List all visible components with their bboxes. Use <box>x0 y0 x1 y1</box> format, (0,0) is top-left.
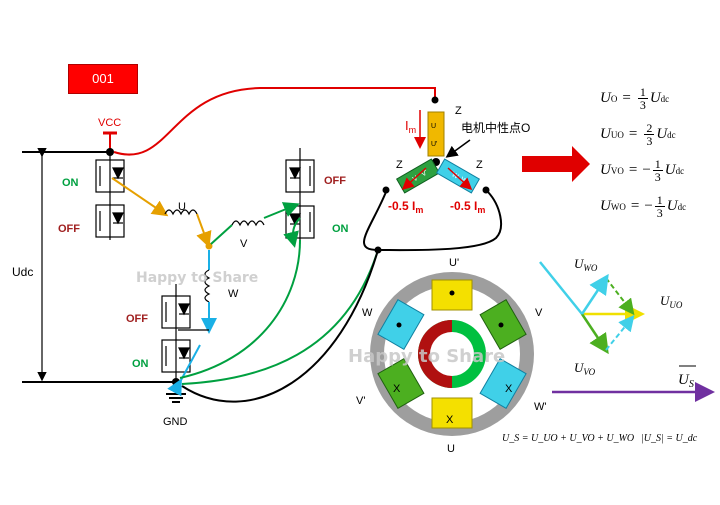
igbt-leg-w <box>161 284 191 382</box>
coil-w: W <box>450 171 460 181</box>
leg-u-top-state: ON <box>62 177 79 189</box>
half-im-right: -0.5 Im <box>450 199 485 215</box>
motor-u-prime-label: U' <box>449 257 459 269</box>
slot-w-cross: X <box>505 383 513 395</box>
half-im-left: -0.5 Im <box>388 199 423 215</box>
vector-uuo-label: UUO <box>660 293 683 310</box>
stator-label-v: V <box>535 307 543 319</box>
coil-v: V <box>412 175 420 184</box>
coil-u-bottom: U' <box>431 141 437 148</box>
stator-cross-section <box>370 272 534 436</box>
watermark-top: Happy to Share <box>136 270 259 286</box>
inductor-u-label: U <box>178 201 186 213</box>
vector-uwo-label: UWO <box>574 256 598 273</box>
magnitude-equation: |U_S| = U_dc <box>641 433 698 444</box>
motor-z-top: Z <box>455 105 462 117</box>
coil-u-top: U <box>431 123 436 130</box>
stator-label-u: U <box>447 443 455 455</box>
black-phase-wire <box>181 249 379 403</box>
igbt-leg-u <box>95 152 125 240</box>
big-red-arrow <box>522 146 590 182</box>
green-phase-wire-2 <box>181 249 379 385</box>
stator-label-w: W <box>362 307 373 319</box>
inductor-w-label: W <box>228 288 239 300</box>
motor-z-left: Z <box>396 159 403 171</box>
resultant-us-label: US <box>678 372 694 390</box>
stator-label-w-prime: W' <box>534 401 546 413</box>
leg-v-bottom-state: ON <box>332 223 349 235</box>
slide-number-badge: 001 <box>68 64 138 94</box>
leg-v-top-state: OFF <box>324 175 346 187</box>
internal-star-windings <box>111 177 301 397</box>
coil-v-prime: V' <box>420 169 429 178</box>
igbt-leg-v <box>285 148 315 244</box>
leg-w-top-state: OFF <box>126 313 148 325</box>
stator-label-v-prime: V' <box>356 395 365 407</box>
gnd-label: GND <box>163 416 188 428</box>
udc-label: Udc <box>12 265 33 279</box>
green-phase-wire <box>179 239 301 379</box>
sum-equation: U_S = U_UO + U_VO + U_WO <box>502 433 634 444</box>
slot-u-cross: X <box>446 414 454 426</box>
vcc-label: VCC <box>98 117 121 129</box>
watermark-stator: Happy to Share <box>348 346 506 367</box>
red-phase-wire <box>113 87 436 156</box>
inductor-v-label: V <box>240 238 248 250</box>
leg-w-bottom-state: ON <box>132 358 149 370</box>
vcc-terminal <box>103 131 117 150</box>
vector-diagram <box>539 261 645 355</box>
leg-u-bottom-state: OFF <box>58 223 80 235</box>
neutral-point-label: 电机中性点O <box>461 120 530 135</box>
motor-z-right: Z <box>476 159 483 171</box>
slot-v-cross: X <box>393 383 401 395</box>
dc-bus <box>22 147 176 383</box>
vector-uvo-label: UVO <box>574 360 596 377</box>
im-label: Im <box>405 118 416 135</box>
motor-star: U U' V V' W W' <box>363 110 503 254</box>
